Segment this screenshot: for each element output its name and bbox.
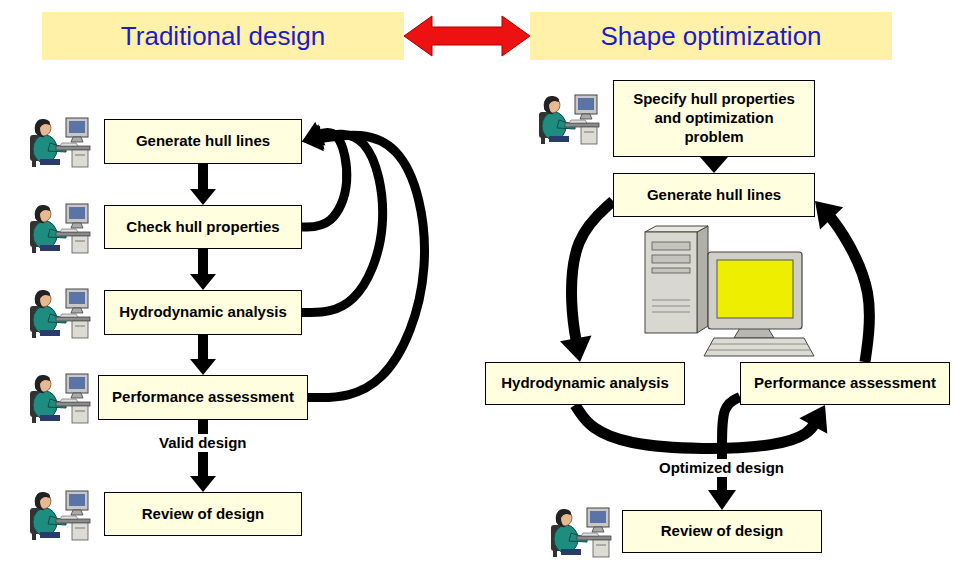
connector-line [722, 397, 740, 498]
comparison-arrow [404, 16, 530, 56]
process-box: Check hull properties [104, 205, 302, 249]
process-box: Performance assessment [98, 375, 308, 420]
process-box: Hydrodynamic analysis [485, 362, 685, 405]
keyboard-keys [708, 350, 811, 351]
designer-icon [30, 118, 90, 167]
box-label: Review of design [661, 522, 784, 541]
designer-icon [30, 491, 90, 540]
flow-arrow [190, 164, 216, 205]
connector-line [302, 134, 383, 312]
flow-arrow [190, 249, 216, 290]
arrowhead [700, 157, 728, 173]
drive-bay [652, 242, 690, 250]
loop-arrow [560, 201, 613, 362]
process-box: Generate hull lines [613, 173, 815, 217]
feedback-arrow [302, 124, 383, 312]
box-label: Specify hull properties and optimization… [627, 90, 801, 146]
tower-vent [652, 306, 690, 307]
flow-arrow [700, 157, 728, 173]
arrowhead [190, 476, 216, 492]
process-box: Review of design [104, 492, 302, 536]
title-band: Shape optimization [530, 12, 892, 60]
process-box: Review of design [622, 510, 822, 553]
process-box: Generate hull lines [104, 119, 302, 164]
monitor-screen [717, 260, 793, 318]
box-label: Performance assessment [754, 374, 936, 393]
designer-icon [30, 374, 90, 423]
section-title: Traditional design [121, 21, 325, 52]
flow-arrow [708, 397, 740, 510]
arrowhead [799, 405, 827, 434]
process-box: Performance assessment [740, 362, 950, 405]
connector-line [575, 405, 818, 448]
section-title: Shape optimization [600, 21, 821, 52]
edge-label: Optimized design [656, 459, 787, 477]
drive-bay [652, 255, 690, 263]
process-box: Hydrodynamic analysis [104, 290, 302, 335]
drive-bay [652, 268, 690, 273]
box-label: Performance assessment [112, 388, 294, 407]
designer-icon [539, 95, 599, 144]
arrowhead [190, 189, 216, 205]
designer-icon [30, 289, 90, 338]
keyboard-keys [711, 344, 807, 345]
box-label: Check hull properties [126, 218, 279, 237]
box-label: Hydrodynamic analysis [501, 374, 669, 393]
flow-arrow [190, 420, 216, 492]
loop-arrow [815, 201, 870, 362]
arrowhead [708, 490, 736, 510]
tower-top [645, 226, 708, 232]
computer-illustration [645, 226, 814, 356]
arrowhead [815, 201, 843, 229]
arrowhead [560, 336, 591, 362]
feedback-arrow [302, 126, 424, 398]
loop-arrow [575, 405, 827, 448]
designer-icon [551, 508, 611, 557]
edge-label: Valid design [156, 434, 250, 452]
box-label: Hydrodynamic analysis [119, 303, 287, 322]
monitor [708, 252, 802, 329]
computer-tower [645, 232, 697, 333]
connector-line [572, 201, 613, 348]
keyboard [704, 338, 814, 356]
double-arrow-shape [404, 16, 530, 56]
tower-side [697, 226, 708, 333]
box-label: Generate hull lines [136, 132, 270, 151]
process-box: Specify hull properties and optimization… [613, 80, 815, 157]
connector-line [302, 132, 347, 227]
connector-line [308, 135, 424, 397]
arrowhead [190, 359, 216, 375]
tower-vent [652, 300, 690, 301]
flow-arrow [190, 335, 216, 375]
arrowhead [302, 126, 324, 152]
connector-line [825, 211, 870, 362]
box-label: Generate hull lines [647, 186, 781, 205]
designer-icon [30, 204, 90, 253]
title-band: Traditional design [42, 12, 404, 60]
tower-vent [652, 312, 690, 313]
box-label: Review of design [142, 505, 265, 524]
arrowhead [190, 274, 216, 290]
